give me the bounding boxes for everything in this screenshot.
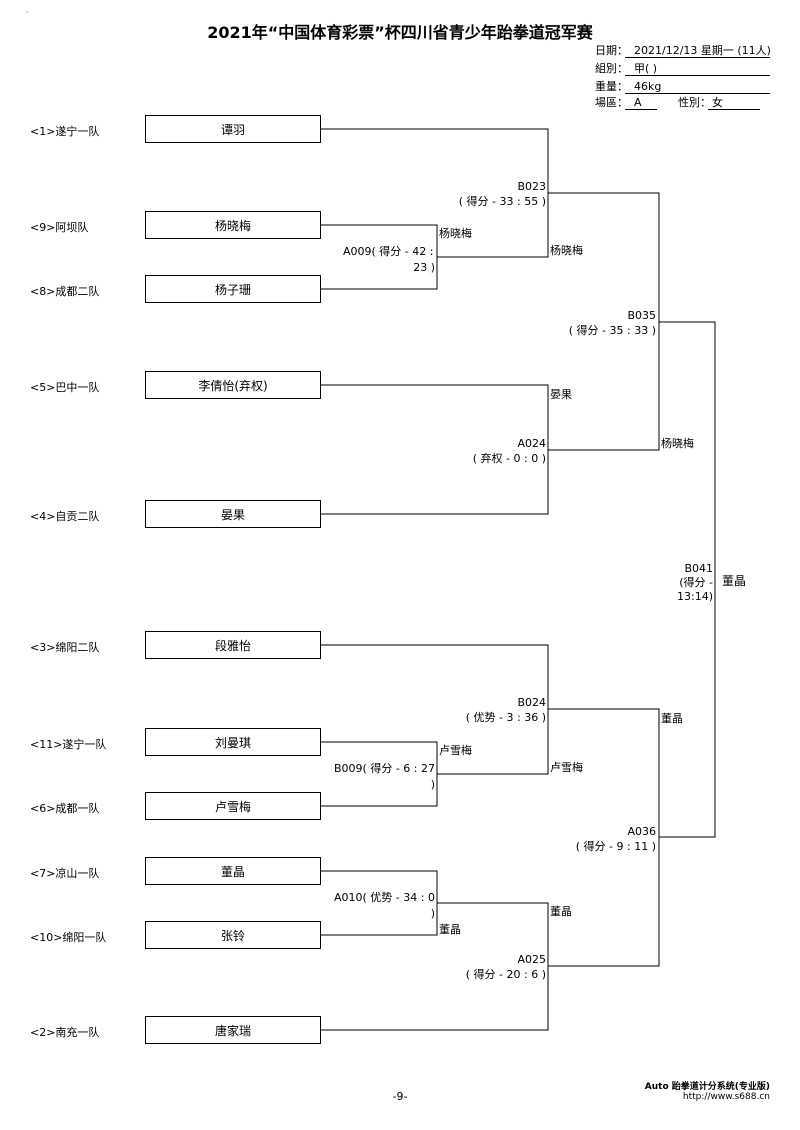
champion-name: 董晶 bbox=[722, 574, 747, 588]
page-title: 2021年“中国体育彩票”杯四川省青少年跆拳道冠军赛 bbox=[207, 23, 593, 42]
entrant-name-box: 谭羽 bbox=[145, 115, 321, 143]
line-b041 bbox=[659, 321, 716, 838]
match-a024-code: A024 bbox=[517, 437, 546, 450]
entrant-seed: <2>南充一队 bbox=[30, 1026, 100, 1039]
gender-label: 性別： bbox=[678, 96, 711, 109]
entrant-name-box: 段雅怡 bbox=[145, 631, 321, 659]
match-a009-code: A009( 得分 - 42 : bbox=[343, 245, 434, 258]
weight-label: 重量： bbox=[595, 80, 628, 93]
group-value: 甲( ) bbox=[634, 62, 658, 75]
match-a024-winner: 晏果 bbox=[550, 388, 572, 401]
match-b023-score: ( 得分 - 33 : 55 ) bbox=[458, 195, 546, 208]
line-a025 bbox=[321, 902, 549, 1031]
entrant-seed: <9>阿坝队 bbox=[30, 221, 89, 234]
match-a010-code: A010( 优势 - 34 : 0 bbox=[334, 891, 435, 904]
match-a025-score: ( 得分 - 20 : 6 ) bbox=[465, 968, 546, 981]
group-label: 組別： bbox=[595, 62, 628, 75]
match-b024-winner: 卢雪梅 bbox=[550, 761, 583, 774]
venue-value: A bbox=[634, 96, 642, 109]
match-b035-code: B035 bbox=[627, 309, 656, 322]
software-credit: Auto 跆拳道计分系统(专业版) bbox=[644, 1082, 770, 1092]
date-label: 日期： bbox=[595, 44, 628, 57]
match-b009-code: B009( 得分 - 6 : 27 bbox=[334, 762, 435, 775]
match-a025-code: A025 bbox=[517, 953, 546, 966]
software-url: http://www.s688.cn bbox=[682, 1092, 770, 1102]
entrant-name-box: 李倩怡(弃权) bbox=[145, 371, 321, 399]
page-number: -9- bbox=[392, 1090, 408, 1103]
match-b041-score-2: 13:14) bbox=[677, 590, 713, 603]
corner-mark: ' bbox=[26, 10, 29, 19]
match-b024-score: ( 优势 - 3 : 36 ) bbox=[465, 711, 546, 724]
entrant-seed: <10>绵阳一队 bbox=[30, 931, 107, 944]
match-b009-score: ) bbox=[430, 778, 435, 791]
entrant-name-box: 晏果 bbox=[145, 500, 321, 528]
entrant-seed: <1>遂宁一队 bbox=[30, 125, 100, 138]
entrant-seed: <5>巴中一队 bbox=[30, 381, 100, 394]
venue-label: 場區： bbox=[595, 96, 628, 109]
entrant-seed: <8>成都二队 bbox=[30, 285, 100, 298]
entrant-seed: <11>遂宁一队 bbox=[30, 738, 107, 751]
date-value: 2021/12/13 星期一 (11人) bbox=[634, 44, 771, 57]
entrant-name-box: 杨子珊 bbox=[145, 275, 321, 303]
entrant-seed: <7>凉山一队 bbox=[30, 867, 100, 880]
match-b035-score: ( 得分 - 35 : 33 ) bbox=[568, 324, 656, 337]
match-b009-winner: 卢雪梅 bbox=[439, 744, 472, 757]
entrant-name-box: 张铃 bbox=[145, 921, 321, 949]
match-b024-code: B024 bbox=[517, 696, 546, 709]
match-a009-winner: 杨晓梅 bbox=[439, 227, 472, 240]
match-b035-winner: 杨晓梅 bbox=[661, 437, 694, 450]
weight-value: 46kg bbox=[634, 80, 662, 93]
entrant-name-box: 卢雪梅 bbox=[145, 792, 321, 820]
line-b023 bbox=[321, 128, 549, 258]
match-a010-winner: 董晶 bbox=[439, 923, 461, 936]
match-b041-score-1: (得分 - bbox=[679, 576, 713, 589]
match-b023-code: B023 bbox=[517, 180, 546, 193]
gender-value: 女 bbox=[712, 96, 723, 109]
match-a009-score: 23 ) bbox=[413, 261, 435, 274]
entrant-seed: <3>绵阳二队 bbox=[30, 641, 100, 654]
entrant-name-box: 唐家瑞 bbox=[145, 1016, 321, 1044]
entrant-name-box: 董晶 bbox=[145, 857, 321, 885]
line-b024 bbox=[321, 644, 549, 775]
entrant-name-box: 杨晓梅 bbox=[145, 211, 321, 239]
match-a010-score: ) bbox=[430, 907, 435, 920]
entrant-name-box: 刘曼琪 bbox=[145, 728, 321, 756]
entrant-seed: <4>自贡二队 bbox=[30, 510, 100, 523]
match-a036-winner: 董晶 bbox=[661, 712, 683, 725]
entrant-seed: <6>成都一队 bbox=[30, 802, 100, 815]
match-a036-code: A036 bbox=[627, 825, 656, 838]
match-a036-score: ( 得分 - 9 : 11 ) bbox=[575, 840, 656, 853]
match-a025-winner: 董晶 bbox=[550, 905, 572, 918]
match-b023-winner: 杨晓梅 bbox=[550, 244, 583, 257]
match-a024-score: ( 弃权 - 0 : 0 ) bbox=[472, 452, 546, 465]
match-b041-code: B041 bbox=[684, 562, 713, 575]
